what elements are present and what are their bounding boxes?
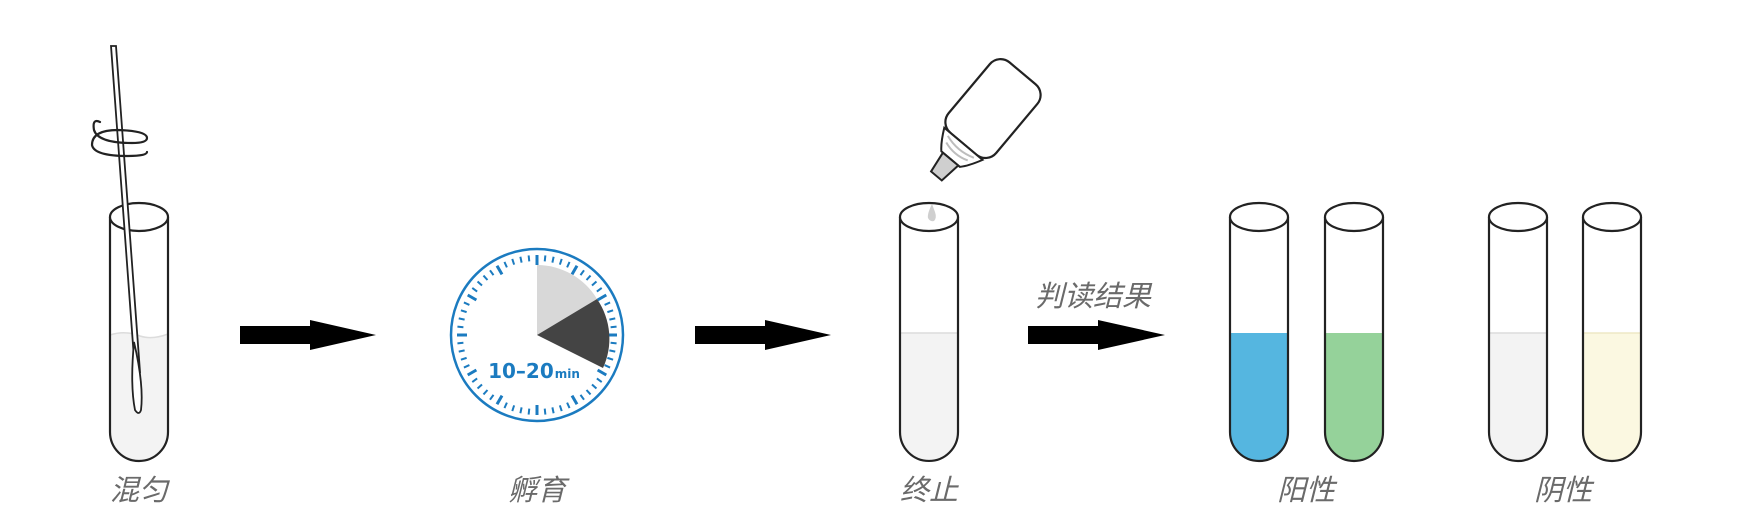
step-label-mix: 混匀 bbox=[110, 473, 170, 507]
timer-tick bbox=[579, 394, 585, 401]
timer-tick bbox=[519, 407, 523, 414]
timer-tick bbox=[476, 383, 483, 390]
arrow-icon bbox=[695, 320, 831, 350]
timer-tick bbox=[519, 256, 523, 263]
timer-tick bbox=[609, 317, 616, 321]
timer-tick bbox=[463, 364, 470, 369]
timer-tick bbox=[566, 261, 571, 268]
timer-tick bbox=[495, 394, 504, 406]
result-label-positive: 阳性 bbox=[1277, 473, 1338, 507]
timer-tick bbox=[527, 408, 531, 415]
step-stop: 终止 bbox=[898, 58, 1042, 507]
drop-icon bbox=[927, 204, 936, 222]
tube-positive-blue bbox=[1228, 201, 1290, 463]
timer-text: 10–20min bbox=[488, 359, 580, 383]
timer-tick bbox=[457, 341, 464, 345]
timer-tick bbox=[596, 368, 608, 377]
arrow-icon bbox=[240, 320, 376, 350]
timer-tick bbox=[466, 368, 478, 377]
step-label-incubate: 孵育 bbox=[508, 473, 570, 507]
timer-tick bbox=[596, 377, 603, 383]
timer-unit: min bbox=[555, 367, 580, 381]
timer-tick bbox=[511, 405, 516, 412]
timer-tick bbox=[482, 274, 489, 281]
result-positive: 阳性 bbox=[1228, 201, 1385, 507]
timer-range: 10–20 bbox=[488, 359, 554, 383]
timer-tick bbox=[503, 261, 508, 268]
timer-tick bbox=[471, 287, 478, 293]
timer-tick bbox=[610, 325, 617, 329]
arrow-icon bbox=[1028, 320, 1165, 350]
result-label-negative: 阴性 bbox=[1534, 473, 1595, 507]
timer-tick bbox=[551, 407, 555, 414]
timer-tick bbox=[551, 256, 555, 263]
timer-tick bbox=[489, 269, 495, 276]
timer-tick bbox=[457, 325, 464, 329]
timer-tick bbox=[511, 258, 516, 265]
timer-tick bbox=[543, 408, 547, 415]
timer-tick bbox=[604, 301, 611, 306]
test-tube-mix bbox=[108, 201, 170, 463]
timer-tick bbox=[558, 258, 563, 265]
timer-icon: 10–20min bbox=[449, 247, 625, 423]
rotation-icon bbox=[90, 119, 149, 158]
tube-positive-green bbox=[1323, 201, 1385, 463]
dropper-bottle-icon bbox=[929, 58, 1042, 182]
timer-tick bbox=[591, 280, 598, 287]
timer-tick bbox=[566, 402, 571, 409]
timer-sector-dark bbox=[537, 299, 610, 368]
timer-tick bbox=[591, 383, 598, 390]
timer-tick bbox=[527, 255, 531, 262]
timer-tick bbox=[460, 356, 467, 361]
timer-tick bbox=[596, 293, 608, 302]
result-negative: 阴性 bbox=[1487, 201, 1643, 507]
timer-tick bbox=[458, 349, 465, 353]
timer-tick bbox=[558, 405, 563, 412]
timer-tick bbox=[579, 269, 585, 276]
timer-tick bbox=[570, 264, 579, 276]
timer-tick bbox=[482, 389, 489, 396]
tube-negative-pale-yellow bbox=[1581, 201, 1643, 463]
timer-tick bbox=[463, 301, 470, 306]
timer-tick bbox=[570, 394, 579, 406]
timer-tick bbox=[596, 287, 603, 293]
step-incubate: 10–20min 孵育 bbox=[449, 247, 625, 507]
interpret-label: 判读结果 bbox=[1035, 279, 1153, 313]
timer-tick bbox=[460, 309, 467, 314]
test-tube-stop bbox=[898, 201, 960, 463]
timer-sector-light bbox=[537, 265, 597, 335]
timer-tick bbox=[585, 274, 592, 281]
timer-tick bbox=[543, 255, 547, 262]
timer-ticks bbox=[457, 255, 617, 415]
timer-tick bbox=[609, 349, 616, 353]
tube-negative-clear bbox=[1487, 201, 1549, 463]
timer-tick bbox=[495, 264, 504, 276]
timer-tick bbox=[607, 309, 614, 314]
step-mix: 混匀 bbox=[90, 45, 170, 507]
step-label-stop: 终止 bbox=[900, 473, 959, 507]
timer-tick bbox=[503, 402, 508, 409]
timer-tick bbox=[471, 377, 478, 383]
timer-tick bbox=[458, 317, 465, 321]
timer-tick bbox=[489, 394, 495, 401]
timer-tick bbox=[466, 293, 478, 302]
timer-tick bbox=[604, 364, 611, 369]
swab-icon bbox=[110, 45, 143, 414]
timer-tick bbox=[585, 389, 592, 396]
timer-tick bbox=[610, 341, 617, 345]
timer-tick bbox=[476, 280, 483, 287]
timer-tick bbox=[607, 356, 614, 361]
